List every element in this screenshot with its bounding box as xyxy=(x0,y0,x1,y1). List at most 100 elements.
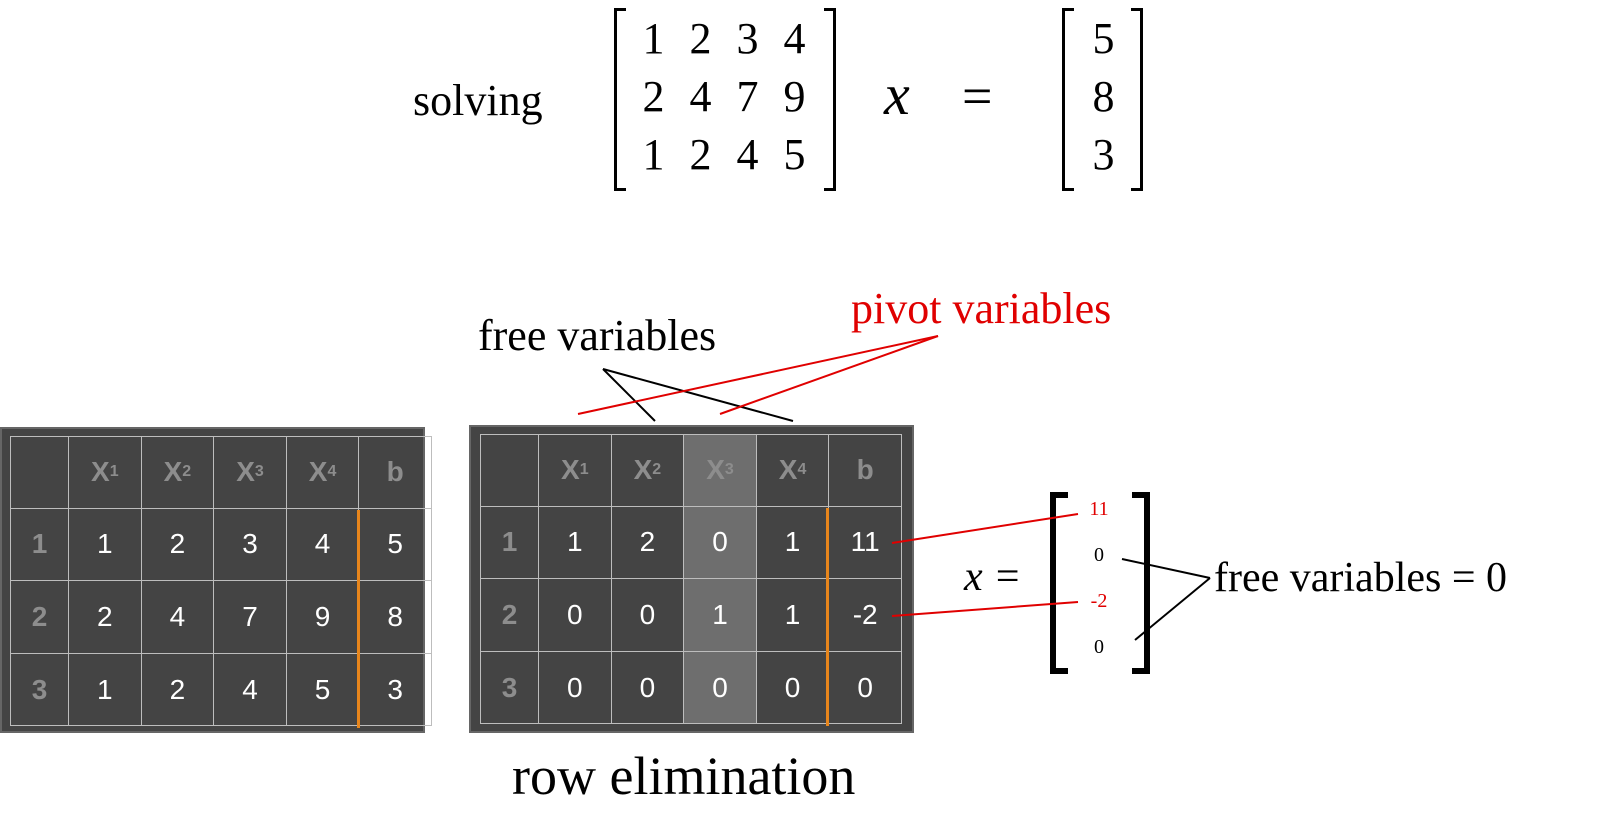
column-header-base: X xyxy=(633,454,653,486)
pivot-line-11 xyxy=(891,513,1079,544)
column-header-base: X xyxy=(91,456,110,488)
column-header-base: X xyxy=(236,456,255,488)
pivot-line-x3 xyxy=(719,335,939,415)
augment-separator-left xyxy=(357,510,360,728)
row-label: 1 xyxy=(10,508,69,582)
column-header-subscript: 4 xyxy=(327,463,337,481)
pivot-line-minus2 xyxy=(891,601,1079,617)
free-line-x2 xyxy=(602,368,656,422)
free-line-entry-2 xyxy=(1121,558,1211,579)
row-label: 2 xyxy=(10,581,69,654)
table-cell: 0 xyxy=(611,651,685,725)
matrix-entry: 4 xyxy=(689,72,712,121)
row-label: 2 xyxy=(480,579,539,652)
row-elimination-label: row elimination xyxy=(512,746,856,806)
solution-right-bracket xyxy=(1132,492,1150,674)
column-header-base: X xyxy=(778,454,798,486)
table-cell: 1 xyxy=(69,653,142,727)
solution-left-bracket xyxy=(1050,492,1068,674)
free-variables-label: free variables xyxy=(478,311,717,360)
column-header-base: X xyxy=(163,456,183,488)
row-label: 1 xyxy=(480,506,539,580)
matrix-entry: 1 xyxy=(642,14,665,63)
pivot-line-x1 xyxy=(577,335,939,415)
variable-x: x xyxy=(884,62,910,127)
solution-entry-1: 11 xyxy=(1089,498,1109,520)
solving-label: solving xyxy=(413,76,543,125)
column-header-base: b xyxy=(386,456,404,488)
vecB-row: 8 xyxy=(1080,68,1127,126)
free-line-entry-4 xyxy=(1134,577,1211,641)
table-cell: 3 xyxy=(359,653,432,727)
table-cell: 1 xyxy=(684,579,757,652)
matrix-entry: 2 xyxy=(689,130,712,179)
table-cell: 5 xyxy=(359,508,432,582)
row-label: 3 xyxy=(480,651,539,725)
matrix-entry: 9 xyxy=(783,72,806,121)
table-cell: 3 xyxy=(214,508,287,582)
pivot-variables-label: pivot variables xyxy=(851,284,1112,333)
matrix-entry: 8 xyxy=(1092,72,1115,121)
column-header: b xyxy=(359,436,432,509)
matrix-entry: 7 xyxy=(736,72,759,121)
vecB-row: 3 xyxy=(1080,126,1127,184)
table-cell: 2 xyxy=(69,581,142,654)
table-cell: 0 xyxy=(611,579,685,652)
grid-corner xyxy=(480,434,539,507)
column-header-subscript: 1 xyxy=(109,463,119,481)
table-cell: 0 xyxy=(539,579,612,652)
matrix-entry: 3 xyxy=(1092,130,1115,179)
column-header-subscript: 2 xyxy=(182,463,192,481)
table-cell: 0 xyxy=(684,651,757,725)
original-matrix-grid xyxy=(0,427,425,733)
solution-entry-4: 0 xyxy=(1094,636,1104,658)
column-header-subscript: 3 xyxy=(254,463,264,481)
vector-b-left-bracket xyxy=(1062,8,1074,191)
matrix-entry: 5 xyxy=(783,130,806,179)
table-cell: 0 xyxy=(539,651,612,725)
column-header-subscript: 4 xyxy=(797,461,807,479)
matrix-entry: 1 xyxy=(642,130,665,179)
matrix-a-right-bracket xyxy=(824,8,836,191)
solution-entry-3: -2 xyxy=(1090,590,1108,612)
row-label: 3 xyxy=(10,653,69,727)
column-header-base: X xyxy=(706,454,725,486)
matrix-entry: 4 xyxy=(783,14,806,63)
table-cell: 1 xyxy=(539,506,612,580)
table-cell: 7 xyxy=(214,581,287,654)
table-cell: 0 xyxy=(829,651,902,725)
x-equals-label: x = xyxy=(964,554,1022,600)
matrix-entry: 2 xyxy=(642,72,665,121)
augment-separator-right xyxy=(826,508,829,726)
table-cell: 11 xyxy=(829,506,902,580)
free-line-x4 xyxy=(602,368,794,422)
table-cell: 1 xyxy=(69,508,142,582)
matrix-entry: 5 xyxy=(1092,14,1115,63)
matrix-a-left-bracket xyxy=(614,8,626,191)
column-header-subscript: 3 xyxy=(724,461,734,479)
matrix-entry: 3 xyxy=(736,14,759,63)
solution-entry-2: 0 xyxy=(1094,544,1104,566)
column-header: b xyxy=(829,434,902,507)
column-header-subscript: 2 xyxy=(652,461,662,479)
table-cell: 2 xyxy=(141,653,215,727)
table-cell: 0 xyxy=(684,506,757,580)
table-cell: 4 xyxy=(141,581,215,654)
table-cell: 2 xyxy=(141,508,215,582)
column-header-base: X xyxy=(561,454,580,486)
table-cell: 2 xyxy=(611,506,685,580)
column-header-subscript: 1 xyxy=(579,461,589,479)
